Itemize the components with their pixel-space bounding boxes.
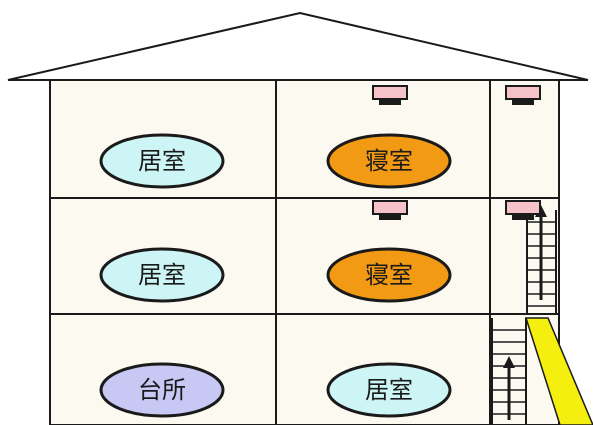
room-label: 寝室	[365, 147, 413, 175]
room-3f-right: 寝室	[326, 133, 452, 189]
room-label: 寝室	[365, 261, 413, 289]
smoke-detector-icon	[372, 85, 408, 105]
room-1f-left: 台所	[99, 362, 225, 418]
room-2f-right: 寝室	[326, 247, 452, 303]
room-2f-left: 居室	[99, 247, 225, 303]
light-beam	[524, 317, 593, 425]
smoke-detector-icon	[505, 85, 541, 105]
room-label: 居室	[138, 261, 186, 289]
room-label: 台所	[138, 376, 186, 404]
smoke-detector-icon	[505, 200, 541, 220]
roof	[7, 11, 589, 81]
arrow-up-icon	[503, 356, 515, 420]
room-label: 居室	[365, 376, 413, 404]
staircase-upper	[526, 210, 557, 314]
room-3f-left: 居室	[99, 133, 225, 189]
smoke-detector-icon	[372, 200, 408, 220]
room-1f-right: 居室	[326, 362, 452, 418]
room-label: 居室	[138, 147, 186, 175]
